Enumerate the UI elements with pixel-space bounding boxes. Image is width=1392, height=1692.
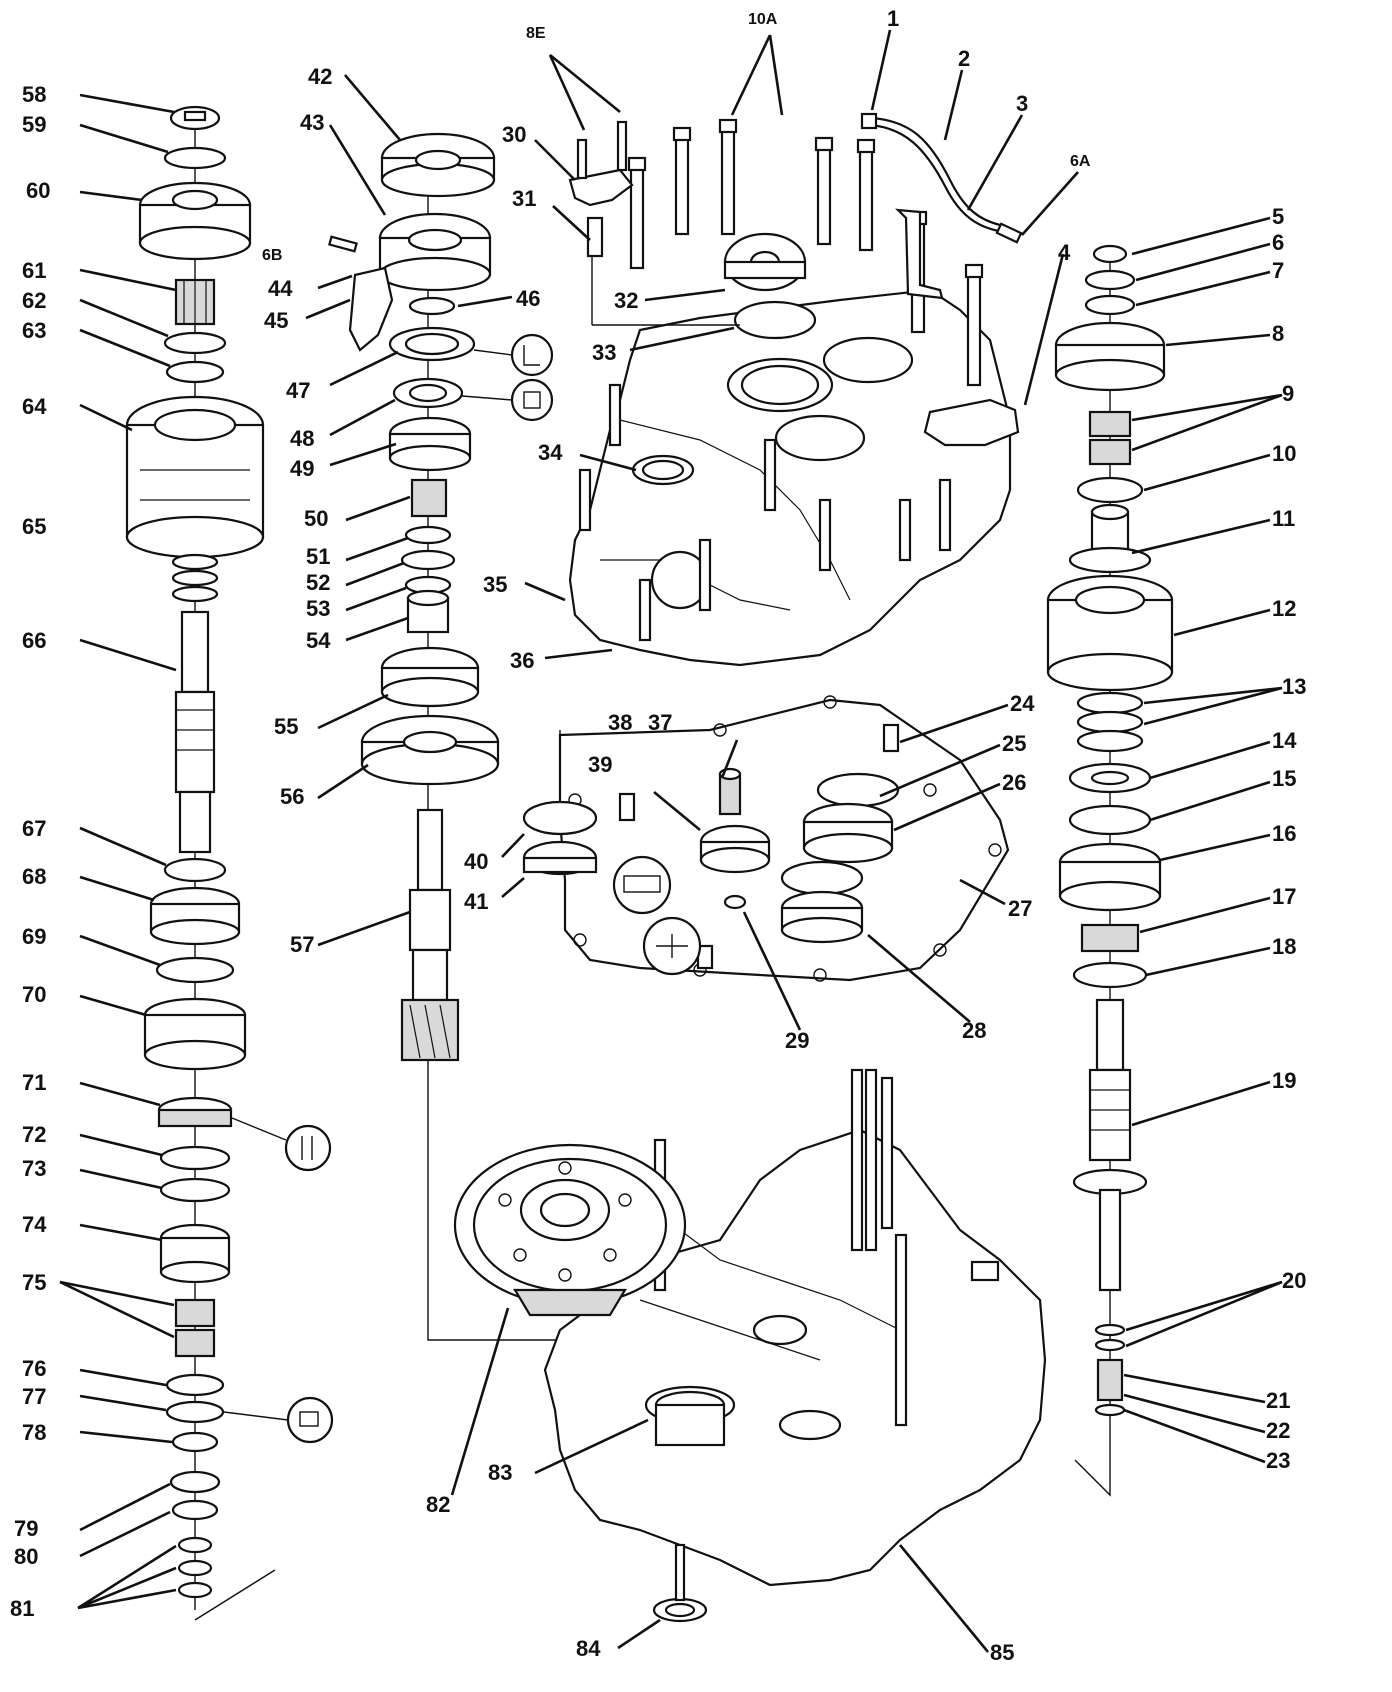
label-24: 24	[1010, 691, 1035, 716]
label-39: 39	[588, 752, 612, 777]
transmission-housing	[568, 112, 1023, 667]
label-34: 34	[538, 440, 563, 465]
label-54: 54	[306, 628, 331, 653]
label-35: 35	[483, 572, 507, 597]
label-79: 79	[14, 1516, 38, 1541]
label-64: 64	[22, 394, 47, 419]
part-number-labels: 1 2 3 4 5 6 6A 7 8 8E 9 10 10A 11 12 13 …	[10, 6, 1306, 1665]
label-38: 38	[608, 710, 632, 735]
label-32: 32	[614, 288, 638, 313]
label-72: 72	[22, 1122, 46, 1147]
label-62: 62	[22, 288, 46, 313]
label-50: 50	[304, 506, 328, 531]
label-11: 11	[1272, 506, 1295, 531]
label-26: 26	[1002, 770, 1026, 795]
label-84: 84	[576, 1636, 601, 1661]
label-16: 16	[1272, 821, 1296, 846]
label-66: 66	[22, 628, 46, 653]
label-9: 9	[1282, 381, 1294, 406]
label-43: 43	[300, 110, 324, 135]
label-19: 19	[1272, 1068, 1296, 1093]
left-shaft-assembly	[125, 105, 334, 1621]
label-29: 29	[785, 1028, 809, 1053]
label-25: 25	[1002, 731, 1026, 756]
label-6B: 6B	[262, 247, 282, 264]
label-30: 30	[502, 122, 526, 147]
label-85: 85	[990, 1640, 1014, 1665]
label-12: 12	[1272, 596, 1296, 621]
gasket-and-oil-pump	[522, 695, 1010, 982]
label-8E: 8E	[526, 25, 546, 42]
label-36: 36	[510, 648, 534, 673]
label-73: 73	[22, 1156, 46, 1181]
label-46: 46	[516, 286, 540, 311]
label-40: 40	[464, 849, 488, 874]
label-70: 70	[22, 982, 46, 1007]
label-83: 83	[488, 1460, 512, 1485]
label-48: 48	[290, 426, 314, 451]
label-21: 21	[1266, 1388, 1290, 1413]
label-17: 17	[1272, 884, 1296, 909]
label-51: 51	[306, 544, 330, 569]
label-67: 67	[22, 816, 46, 841]
label-80: 80	[14, 1544, 38, 1569]
label-23: 23	[1266, 1448, 1290, 1473]
label-75: 75	[22, 1270, 46, 1295]
label-2: 2	[958, 46, 970, 71]
label-59: 59	[22, 112, 46, 137]
label-31: 31	[512, 186, 536, 211]
label-58: 58	[22, 82, 46, 107]
label-78: 78	[22, 1420, 46, 1445]
label-33: 33	[592, 340, 616, 365]
label-65: 65	[22, 514, 46, 539]
label-14: 14	[1272, 728, 1297, 753]
label-10: 10	[1272, 441, 1296, 466]
label-69: 69	[22, 924, 46, 949]
label-41: 41	[464, 889, 488, 914]
label-53: 53	[306, 596, 330, 621]
transmission-case	[543, 1068, 1047, 1623]
label-74: 74	[22, 1212, 47, 1237]
label-28: 28	[962, 1018, 986, 1043]
label-8: 8	[1272, 321, 1284, 346]
label-10A: 10A	[748, 11, 778, 28]
label-45: 45	[264, 308, 288, 333]
label-18: 18	[1272, 934, 1296, 959]
right-shaft-assembly	[1046, 244, 1174, 1497]
label-5: 5	[1272, 204, 1284, 229]
label-57: 57	[290, 932, 314, 957]
label-20: 20	[1282, 1268, 1306, 1293]
label-42: 42	[308, 64, 332, 89]
middle-shaft-assembly	[328, 132, 560, 1341]
label-49: 49	[290, 456, 314, 481]
label-7: 7	[1272, 258, 1284, 283]
label-15: 15	[1272, 766, 1296, 791]
leader-lines	[59, 29, 1283, 1653]
label-76: 76	[22, 1356, 46, 1381]
label-56: 56	[280, 784, 304, 809]
label-82: 82	[426, 1492, 450, 1517]
label-63: 63	[22, 318, 46, 343]
label-6: 6	[1272, 230, 1284, 255]
label-68: 68	[22, 864, 46, 889]
label-81: 81	[10, 1596, 34, 1621]
differential-assembly	[453, 1143, 687, 1317]
label-60: 60	[26, 178, 50, 203]
label-52: 52	[306, 570, 330, 595]
label-77: 77	[22, 1384, 46, 1409]
label-47: 47	[286, 378, 310, 403]
label-22: 22	[1266, 1418, 1290, 1443]
label-3: 3	[1016, 91, 1028, 116]
label-61: 61	[22, 258, 46, 283]
label-27: 27	[1008, 896, 1032, 921]
label-6A: 6A	[1070, 153, 1091, 170]
label-44: 44	[268, 276, 293, 301]
label-55: 55	[274, 714, 298, 739]
label-71: 71	[22, 1070, 46, 1095]
label-13: 13	[1282, 674, 1306, 699]
label-37: 37	[648, 710, 672, 735]
label-4: 4	[1058, 240, 1071, 265]
label-1: 1	[887, 6, 899, 31]
